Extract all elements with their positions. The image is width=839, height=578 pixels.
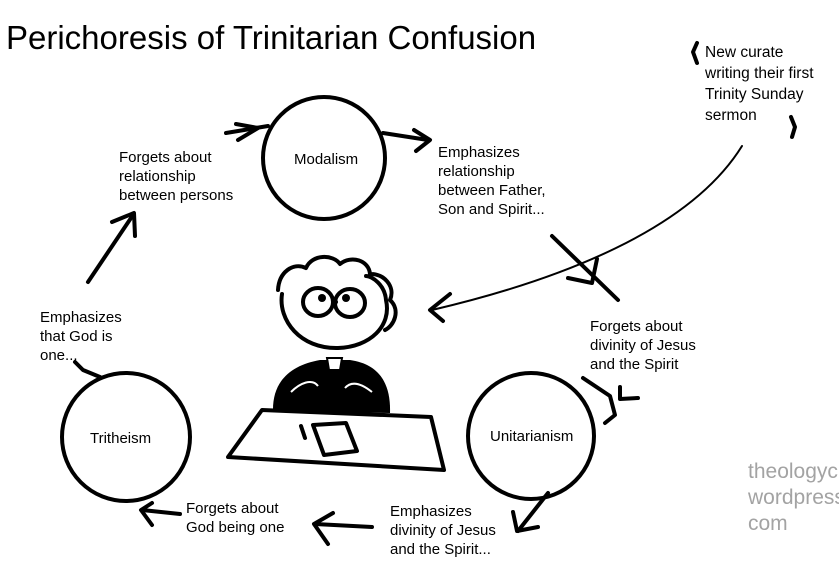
unitarianism-label: Unitarianism <box>490 428 574 445</box>
arrow-out-of-modalism <box>381 128 432 153</box>
note-forgets-divinity: Forgets about divinity of Jesus and the … <box>590 318 696 373</box>
curate-note: New curate writing their first Trinity S… <box>705 44 814 124</box>
arrow-out-of-tritheism <box>73 360 102 379</box>
tritheism-circle <box>60 371 192 503</box>
arrow-to-forgets-divinity <box>550 234 620 302</box>
diagram-title: Perichoresis of Trinitarian Confusion <box>6 19 537 56</box>
unitarianism-circle <box>466 371 596 501</box>
modalism-circle <box>261 95 387 221</box>
note-emphasizes-one: Emphasizes that God is one... <box>40 309 122 364</box>
note-emphasizes-divinity: Emphasizes divinity of Jesus and the Spi… <box>390 503 496 558</box>
curate-open-bracket <box>691 41 699 65</box>
curate-close-bracket <box>789 115 797 139</box>
arrow-to-forgets-relationship <box>86 211 137 284</box>
note-forgets-relationship: Forgets about relationship between perso… <box>119 149 234 204</box>
arrow-into-modalism <box>224 122 270 142</box>
curate-pointer-arrow <box>428 145 743 323</box>
note-emphasizes-relationship: Emphasizes relationship between Father, … <box>438 144 546 218</box>
arrow-to-forgets-one <box>312 511 374 546</box>
curate-figure <box>226 255 446 472</box>
modalism-label: Modalism <box>294 151 359 168</box>
note-forgets-one: Forgets about God being one <box>186 500 285 536</box>
tritheism-label: Tritheism <box>90 430 152 447</box>
arrow-out-of-unitarianism <box>511 491 550 533</box>
watermark: theologyc wordpress com <box>748 460 839 535</box>
arrow-into-unitarianism <box>581 376 640 425</box>
arrow-into-tritheism <box>139 501 182 527</box>
